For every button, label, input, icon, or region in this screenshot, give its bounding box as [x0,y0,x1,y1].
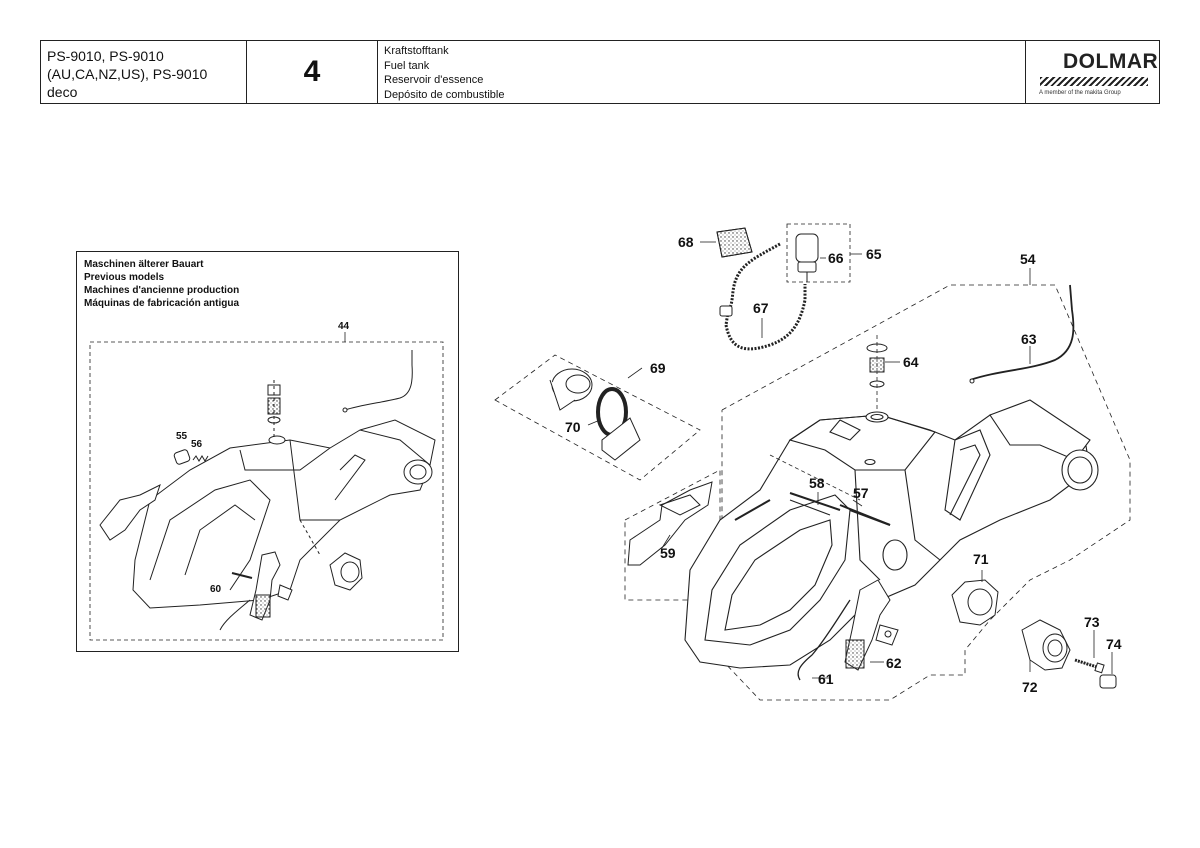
inset-plug-55-56 [173,449,209,465]
pin-58 [789,492,841,511]
cap-74 [1099,674,1117,689]
inset-bushing [329,552,363,591]
label-60: 60 [210,584,222,595]
model-cell: PS-9010, PS-9010 (AU,CA,NZ,US), PS-9010 … [41,41,247,103]
assembly-title-cell: Kraftstofftank Fuel tank Reservoir d'ess… [378,41,1026,103]
fuel-hose-67 [719,242,807,351]
label-70: 70 [565,419,581,435]
inset-fuel-tank [132,419,436,609]
label-74: 74 [1106,636,1122,652]
label-73: 73 [1084,614,1100,630]
dashed-group-54 [721,284,1131,701]
vent-hose-63 [969,284,1075,381]
model-line-2: (AU,CA,NZ,US), PS-9010 [47,66,208,82]
label-71: 71 [973,551,989,567]
inset-dashed-group [89,341,444,641]
label-44: 44 [338,321,350,332]
vent-parts-64 [866,335,888,410]
fuel-filter-66 [795,233,819,282]
inset-title-en: Previous models [84,272,165,283]
title-french: Reservoir d'essence [384,74,484,86]
label-58: 58 [809,475,825,491]
main-drawing [494,223,1131,701]
label-65: 65 [866,246,882,262]
screw-73 [1074,658,1105,674]
fitting-72 [1021,619,1071,671]
inset-fuel-line [344,350,413,411]
label-61: 61 [818,671,834,687]
inset-title: Maschinen älterer Bauart Previous models… [84,258,239,310]
inset-grip-plate [99,484,161,541]
fuel-filter-68 [716,227,753,258]
label-69: 69 [650,360,666,376]
grip-plate-59 [627,481,713,566]
label-63: 63 [1021,331,1037,347]
previous-models-inset: Maschinen älterer Bauart Previous models… [76,251,459,652]
title-german: Kraftstofftank [384,45,449,57]
label-64: 64 [903,354,919,370]
fuel-cap-69 [549,368,593,411]
label-57: 57 [853,485,869,501]
brand-name: DOLMAR [1063,50,1159,73]
brand-logo: DOLMAR A member of the makita Group [1026,41,1159,103]
inset-title-es: Máquinas de fabricación antigua [84,298,240,309]
inset-screen-stack [267,380,281,440]
label-56: 56 [191,439,203,450]
spring-wire-61 [797,599,851,681]
dashed-group-65 [786,223,851,283]
inset-title-de: Maschinen älterer Bauart [84,259,204,270]
pin-57 [849,508,891,527]
label-62: 62 [886,655,902,671]
inset-drawing [89,332,444,641]
seal-ring-70 [596,387,641,461]
label-66: 66 [828,250,844,266]
model-line-1: PS-9010, PS-9010 [47,48,164,64]
label-72: 72 [1022,679,1038,695]
title-english: Fuel tank [384,59,430,72]
title-block: PS-9010, PS-9010 (AU,CA,NZ,US), PS-9010 … [40,40,1160,104]
label-68: 68 [678,234,694,250]
main-part-labels: 54 57 58 59 61 62 63 64 65 66 67 68 69 7… [565,234,1122,695]
inset-screw [231,572,253,579]
page-number: 4 [247,41,378,103]
fuel-tank-54 [684,399,1099,669]
brand-tagline: A member of the makita Group [1039,90,1121,96]
dashed-group-69 [494,354,701,481]
label-54: 54 [1020,251,1036,267]
leader-lines [587,241,1113,679]
inset-lever [249,551,293,621]
bushing-71 [951,579,999,626]
brand-stripes-icon [1040,77,1148,86]
label-55: 55 [176,431,188,442]
inset-part-labels: 44 55 56 60 [176,321,350,595]
model-line-3: deco [47,84,78,100]
label-67: 67 [753,300,769,316]
title-spanish: Depósito de combustible [384,88,505,101]
throttle-lever-62 [844,579,899,671]
inset-title-fr: Machines d'ancienne production [84,285,240,296]
label-59: 59 [660,545,676,561]
